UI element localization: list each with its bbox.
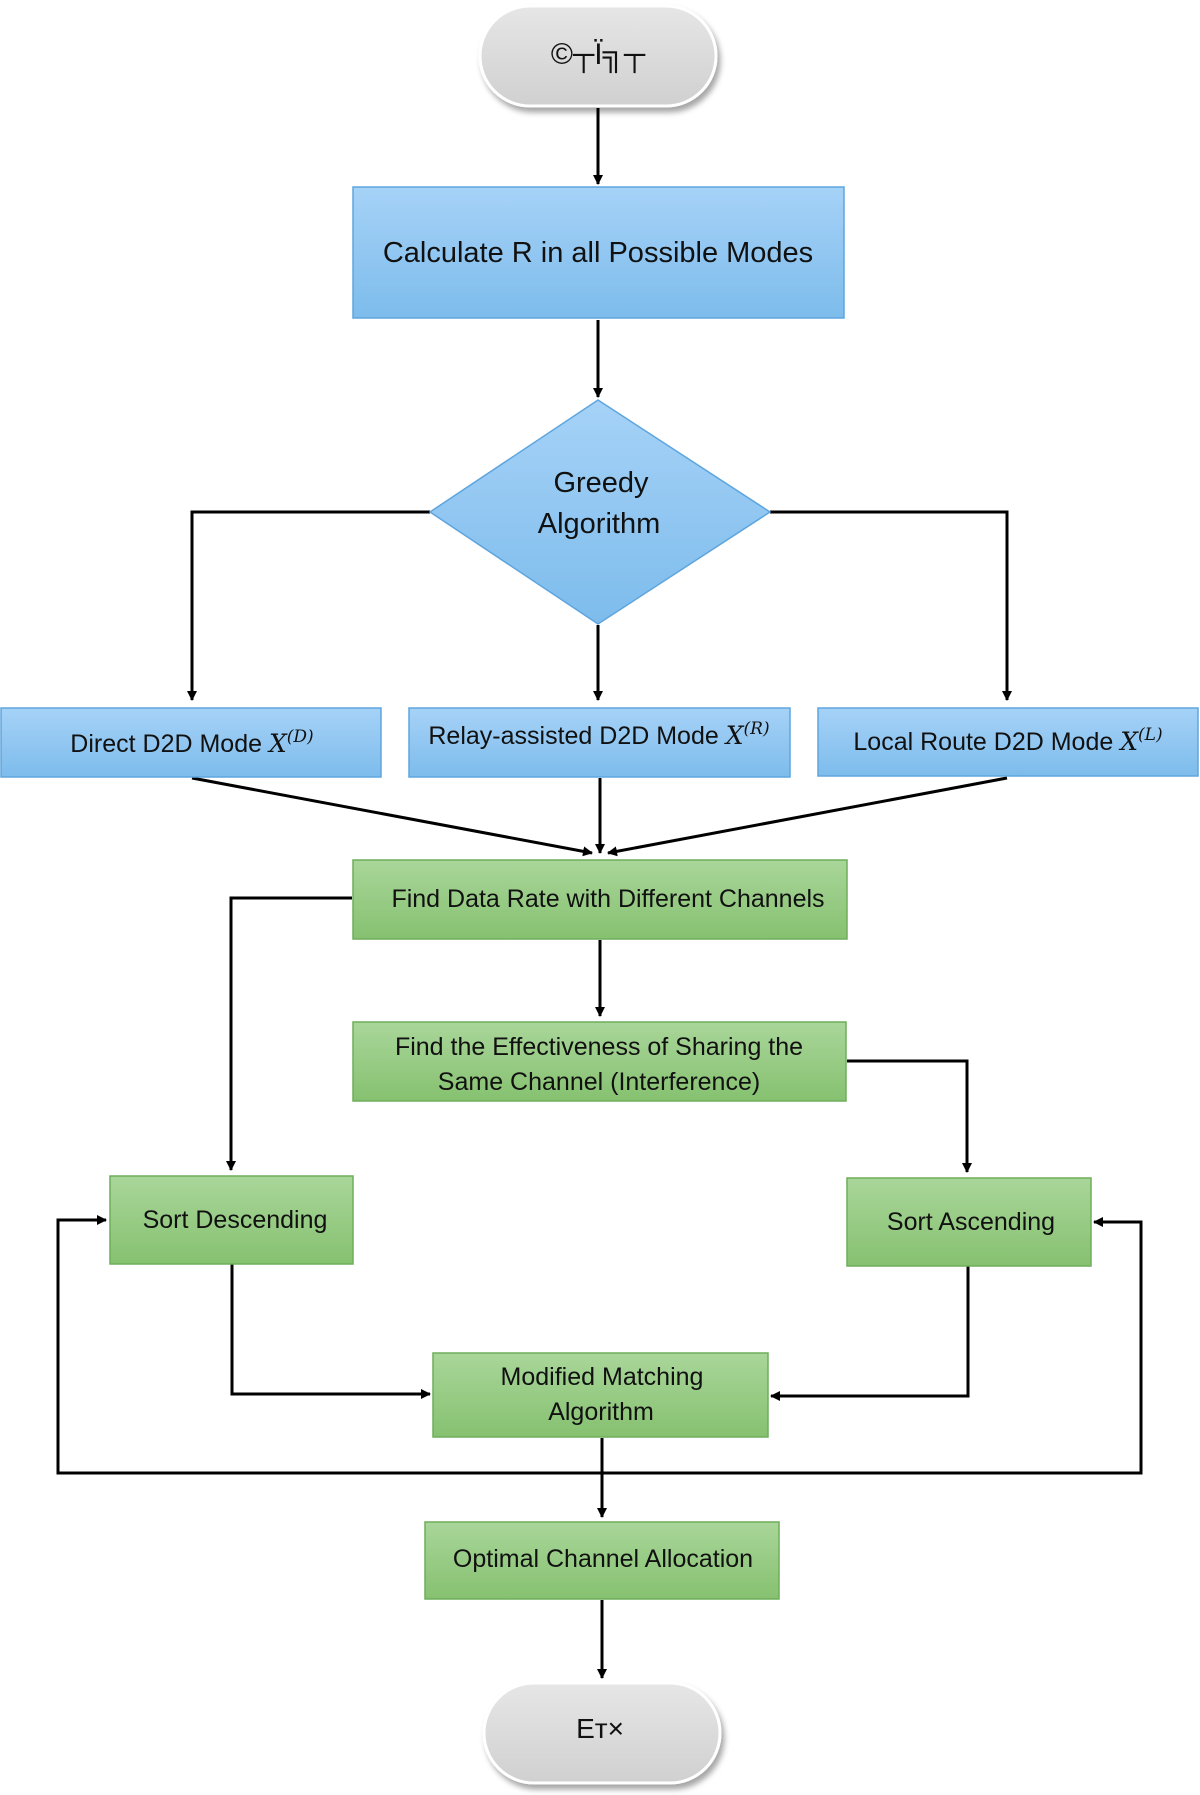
relay-mode-sup: (R): [744, 719, 770, 739]
relay-mode-var: X: [724, 721, 745, 750]
matching-box: Modified Matching Algorithm: [432, 1352, 769, 1438]
greedy-label-line1: Greedy: [553, 467, 649, 499]
optimal-label: Optimal Channel Allocation: [453, 1545, 753, 1573]
direct-mode-label: Direct D2D Mode X(D): [70, 727, 313, 758]
arrow-direct-to-findrate: [191, 776, 593, 857]
feedback-loop-to-sortdesc: [56, 1215, 602, 1475]
sort-descending-label: Sort Descending: [143, 1206, 328, 1234]
local-mode-label: Local Route D2D Mode X(L): [853, 725, 1162, 756]
arrow-sortdesc-to-matching: [230, 1264, 431, 1399]
find-rate-label: Find Data Rate with Different Channels: [391, 885, 824, 913]
greedy-decision: Greedy Algorithm: [428, 399, 772, 625]
local-mode-text: Local Route D2D Mode: [853, 728, 1120, 756]
end-label: Eт×: [576, 1713, 624, 1744]
optimal-box: Optimal Channel Allocation: [424, 1521, 780, 1600]
effectiveness-label-line2: Same Channel (Interference): [438, 1068, 760, 1096]
relay-mode-label: Relay-assisted D2D Mode X(R): [428, 719, 769, 750]
arrow-sortasc-to-matching: [770, 1266, 970, 1401]
sort-descending-box: Sort Descending: [109, 1175, 354, 1265]
greedy-label-line2: Algorithm: [538, 508, 661, 540]
effectiveness-box: Find the Effectiveness of Sharing the Sa…: [352, 1021, 847, 1102]
direct-mode-var: X: [267, 729, 288, 758]
arrow-effectiveness-to-sortasc: [847, 1059, 972, 1173]
arrow-local-to-findrate: [607, 776, 1008, 857]
relay-mode-text: Relay-assisted D2D Mode: [428, 722, 725, 750]
start-label: ©┬Ï╗┬: [551, 38, 646, 74]
local-mode-box: Local Route D2D Mode X(L): [817, 707, 1199, 777]
sort-ascending-label: Sort Ascending: [887, 1208, 1055, 1236]
feedback-loop-to-sortasc: [602, 1217, 1143, 1475]
matching-label-line2: Algorithm: [548, 1398, 654, 1426]
local-mode-sup: (L): [1138, 725, 1163, 745]
direct-mode-text: Direct D2D Mode: [70, 730, 269, 758]
local-mode-var: X: [1118, 727, 1139, 756]
arrow-greedy-to-direct: [187, 510, 430, 701]
find-rate-box: Find Data Rate with Different Channels: [352, 859, 848, 940]
calculate-box: Calculate R in all Possible Modes: [352, 186, 845, 319]
calculate-label: Calculate R in all Possible Modes: [383, 237, 813, 269]
direct-mode-sup: (D): [287, 727, 314, 747]
relay-mode-box: Relay-assisted D2D Mode X(R): [408, 707, 791, 778]
matching-label-line1: Modified Matching: [501, 1363, 704, 1391]
effectiveness-label-line1: Find the Effectiveness of Sharing the: [395, 1033, 803, 1061]
arrow-greedy-to-local: [770, 510, 1012, 701]
sort-ascending-box: Sort Ascending: [846, 1177, 1092, 1267]
end-terminal: Eт×: [482, 1681, 722, 1785]
arrow-findrate-to-sortdesc: [226, 896, 352, 1171]
connectors: [56, 108, 1143, 1679]
start-terminal: ©┬Ï╗┬: [478, 4, 718, 108]
direct-mode-box: Direct D2D Mode X(D): [0, 707, 382, 778]
